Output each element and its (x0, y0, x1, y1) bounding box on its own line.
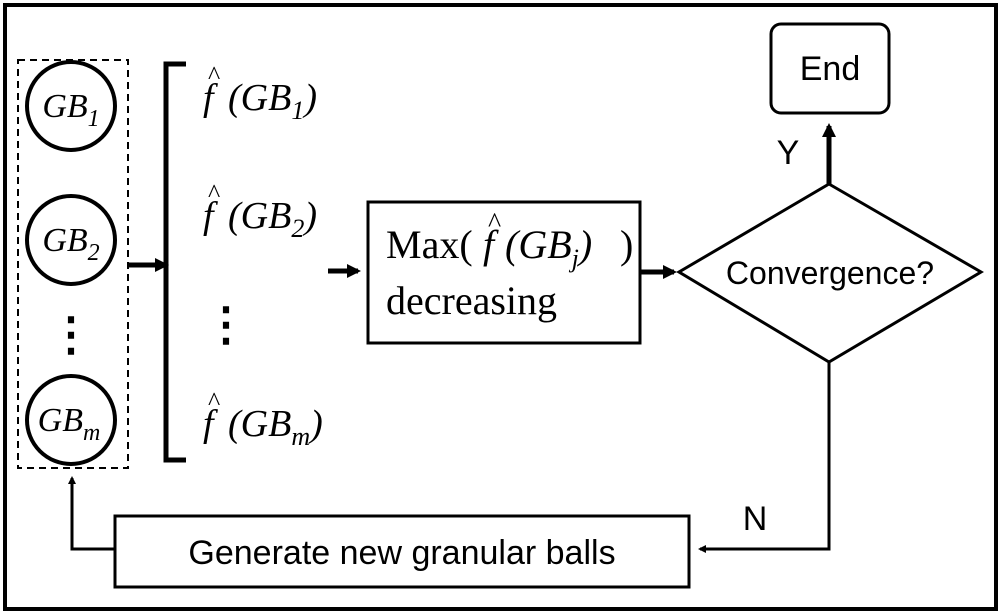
yes-label: Y (777, 134, 800, 172)
function-gb2: f ^ (GB2) (203, 179, 317, 243)
svg-text:(GBj): (GBj) (505, 222, 592, 273)
no-label: N (743, 500, 768, 538)
svg-text:Generate new granular balls: Generate new granular balls (188, 534, 615, 572)
svg-text:(GB2): (GB2) (228, 195, 317, 243)
svg-text:^: ^ (208, 387, 220, 416)
function-gbm: f ^ (GBm) (203, 387, 323, 451)
arrow-generate-to-balls (68, 476, 115, 551)
granular-ball-2: GB2 (25, 194, 117, 286)
svg-text:Max(: Max( (386, 222, 473, 267)
function-gb1: f ^ (GB1) (203, 61, 317, 125)
svg-text:GB1: GB1 (42, 88, 99, 132)
svg-text:decreasing: decreasing (386, 278, 557, 323)
diagram-frame (3, 3, 998, 611)
arrow-no-to-generate (698, 362, 831, 553)
convergence-decision: Convergence? (676, 182, 984, 364)
ball-ellipsis: ⋮ (48, 309, 94, 360)
end-node: End (769, 22, 891, 115)
svg-text:^: ^ (488, 208, 501, 239)
svg-text:^: ^ (208, 61, 220, 90)
svg-text:(GBm): (GBm) (228, 403, 323, 451)
generate-new-balls-box: Generate new granular balls (113, 514, 691, 589)
granular-ball-1: GB1 (25, 60, 117, 152)
svg-text:GBm: GBm (38, 402, 101, 446)
svg-text:End: End (800, 50, 861, 88)
function-ellipsis: ⋮ (203, 299, 249, 350)
svg-text:(GB1): (GB1) (228, 77, 317, 125)
function-bracket (163, 61, 186, 463)
max-decreasing-box: Max( f ^ (GBj) ) decreasing (366, 200, 642, 345)
svg-text:^: ^ (208, 179, 220, 208)
granular-ball-m: GBm (25, 374, 117, 466)
svg-text:): ) (620, 222, 633, 267)
svg-text:GB2: GB2 (42, 222, 99, 266)
svg-text:Convergence?: Convergence? (726, 255, 934, 291)
